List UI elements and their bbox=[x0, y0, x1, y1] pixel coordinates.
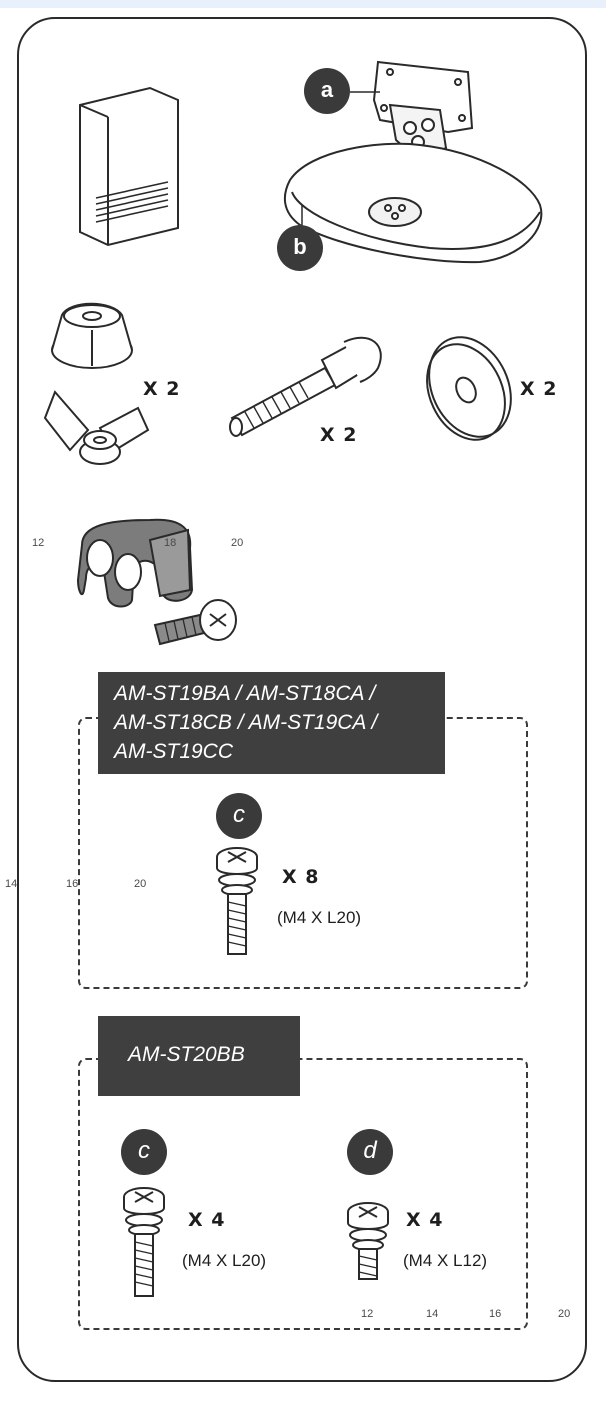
screw-c2-icon bbox=[123, 1187, 165, 1297]
ruler-tick: 12 bbox=[32, 537, 45, 549]
ruler-tick: 16 bbox=[489, 1308, 502, 1320]
group2-model-label: AM-ST20BB bbox=[128, 1043, 245, 1066]
group1-model-banner: AM-ST19BA / AM-ST18CA / AM-ST18CB / AM-S… bbox=[98, 672, 445, 774]
ruler-tick: 20 bbox=[134, 878, 147, 890]
screw-c-quantity: X 8 bbox=[282, 866, 320, 888]
top-band bbox=[0, 0, 606, 8]
group2-model-banner: AM-ST20BB bbox=[98, 1016, 300, 1096]
callout-b: b bbox=[277, 225, 323, 271]
callout-a: a bbox=[304, 68, 350, 114]
screw-d-icon bbox=[347, 1202, 389, 1280]
ruler-tick: 14 bbox=[426, 1308, 439, 1320]
washer-quantity: X 2 bbox=[520, 378, 558, 400]
wing-nut-quantity: X 2 bbox=[143, 378, 181, 400]
wing-nut-icon bbox=[43, 390, 150, 465]
group2-dashed-box bbox=[78, 1058, 528, 1330]
clamp-screw-icon bbox=[153, 599, 237, 646]
bolt-quantity: X 2 bbox=[320, 424, 358, 446]
screw-c2-quantity: X 4 bbox=[188, 1209, 226, 1231]
cable-clamp-icon bbox=[76, 518, 194, 608]
screw-c-icon bbox=[216, 847, 258, 955]
ruler-tick: 20 bbox=[558, 1308, 571, 1320]
ruler-tick: 14 bbox=[5, 878, 18, 890]
manual-booklet-icon bbox=[79, 86, 179, 247]
group1-model-line: AM-ST18CB / AM-ST19CA / bbox=[114, 711, 378, 734]
group1-model-line: AM-ST19BA / AM-ST18CA / bbox=[114, 682, 376, 705]
screw-c-spec: (M4 X L20) bbox=[277, 908, 362, 927]
screw-c2-badge: c bbox=[121, 1129, 167, 1175]
cone-nut-icon bbox=[51, 302, 133, 369]
ruler-tick: 16 bbox=[66, 878, 79, 890]
screw-c2-spec: (M4 X L20) bbox=[182, 1251, 267, 1270]
screw-c-badge: c bbox=[216, 793, 262, 839]
ruler-tick: 20 bbox=[231, 537, 244, 549]
washer-icon bbox=[426, 336, 512, 441]
stand-base-icon bbox=[283, 142, 543, 264]
stand-bracket-icon bbox=[372, 60, 474, 162]
group1-model-line: AM-ST19CC bbox=[114, 740, 234, 763]
ruler-tick: 12 bbox=[361, 1308, 374, 1320]
screw-d-quantity: X 4 bbox=[406, 1209, 444, 1231]
long-bolt-icon bbox=[229, 336, 382, 437]
screw-d-spec: (M4 X L12) bbox=[403, 1251, 488, 1270]
ruler-tick: 18 bbox=[164, 537, 177, 549]
screw-d-badge: d bbox=[347, 1129, 393, 1175]
parts-list-frame bbox=[17, 17, 587, 1382]
